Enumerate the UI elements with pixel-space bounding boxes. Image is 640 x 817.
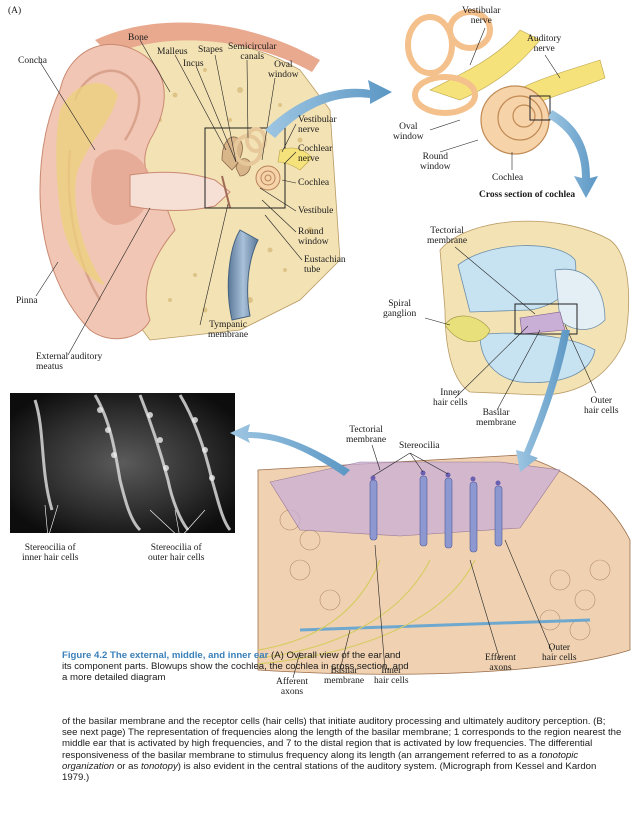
label-tectorial-membrane-cs: Tectorial membrane <box>427 226 468 246</box>
caption-term-tonotopy: tonotopy <box>140 760 178 772</box>
label-vestibule: Vestibule <box>298 206 334 216</box>
sem-cilia-dots <box>97 407 215 481</box>
label-outer-hair-cells-detail: Outer hair cells <box>542 643 577 663</box>
caption-title: Figure 4.2 The external, middle, and inn… <box>62 650 269 661</box>
main-ear-panel <box>35 22 341 356</box>
connector-arrows <box>230 80 598 476</box>
zoom-box-organ <box>514 303 578 335</box>
label-tympanic-membrane: Tympanic membrane <box>208 320 249 340</box>
canal-loop-2 <box>447 9 493 51</box>
sem-micrograph <box>10 393 235 539</box>
cochlea-inset <box>405 9 606 170</box>
label-inner-hair-cells-detail: Inner hair cells <box>374 666 409 686</box>
spiral-ganglion-shape <box>444 315 491 342</box>
label-stereocilia-detail: Stereocilia <box>399 441 440 451</box>
label-basilar-membrane-detail: Basilar membrane <box>324 666 365 686</box>
hair-cells <box>369 475 503 553</box>
label-basilar-membrane-cs: Basilar membrane <box>476 408 517 428</box>
arrow-ear-to-cochlea <box>265 80 392 138</box>
zoom-box-cochlea <box>529 95 551 121</box>
leader-lines-main <box>35 39 303 356</box>
caption-body-1: of the basilar membrane and the receptor… <box>62 716 622 761</box>
figure-caption-body: of the basilar membrane and the receptor… <box>62 716 622 783</box>
label-semicircular-canals: Semicircular canals <box>228 42 277 62</box>
nerve-fibers <box>257 559 476 665</box>
label-stereocilia-inner: Stereocilia of inner hair cells <box>22 543 79 563</box>
cross-section-title: Cross section of cochlea <box>479 190 576 200</box>
label-external-auditory-meatus: External auditory meatus <box>36 352 103 372</box>
label-efferent-axons: Efferent axons <box>485 653 516 673</box>
figure-caption-lead: Figure 4.2 The external, middle, and inn… <box>62 650 412 684</box>
label-cochlea-main: Cochlea <box>298 178 330 188</box>
panel-letter: (A) <box>8 6 22 16</box>
label-vestibular-nerve-main: Vestibular nerve <box>298 115 337 135</box>
leader-lines-cross <box>424 246 597 411</box>
arrow-cross-to-detail <box>516 330 570 472</box>
scala-media <box>554 268 606 330</box>
zoom-box-middle-ear <box>204 127 286 209</box>
label-cochlea-inset: Cochlea <box>492 173 524 183</box>
organ-of-corti-detail <box>257 444 631 679</box>
label-spiral-ganglion: Spiral ganglion <box>383 299 417 319</box>
leader-lines-sem <box>44 504 206 539</box>
label-malleus: Malleus <box>157 47 188 57</box>
label-oval-window-main: Oval window <box>268 60 299 80</box>
caption-body-2: or as <box>114 760 141 772</box>
canal-loop-1 <box>405 14 455 76</box>
label-bone: Bone <box>128 33 149 43</box>
eustachian-tube-shape <box>227 229 259 321</box>
label-inner-hair-cells-cs: Inner hair cells <box>433 388 468 408</box>
arrow-cochlea-to-cross <box>548 110 598 198</box>
cochlea-spiral-inner <box>512 104 536 128</box>
scalp-skin <box>95 22 320 72</box>
label-pinna: Pinna <box>16 296 38 306</box>
caption-body-3: ) is also evident in the central station… <box>62 760 597 784</box>
label-incus: Incus <box>183 59 204 69</box>
label-vestibular-nerve-inset: Vestibular nerve <box>462 6 501 26</box>
cartilage <box>56 83 118 285</box>
label-eustachian-tube: Eustachian tube <box>304 255 346 275</box>
vestibular-nerve-inset-shape <box>429 29 541 101</box>
tectorial-membrane-shape <box>269 461 561 537</box>
stereocilia-bundles <box>370 470 501 486</box>
label-outer-hair-cells-cs: Outer hair cells <box>584 396 619 416</box>
canal-loop-3 <box>412 74 478 116</box>
label-concha: Concha <box>18 56 48 66</box>
cochlea-spiral-mid <box>497 95 543 141</box>
leader-lines-detail <box>292 444 553 679</box>
label-afferent-axons: Afferent axons <box>276 677 309 697</box>
caption-term-tonotopic: tonotopic organization <box>62 749 579 772</box>
label-cochlear-nerve: Cochlear nerve <box>298 144 333 164</box>
leader-lines-inset <box>429 27 561 170</box>
basilar-membrane-line <box>299 618 591 632</box>
label-oval-window-inset: Oval window <box>393 122 424 142</box>
label-tectorial-membrane-detail: Tectorial membrane <box>346 425 387 445</box>
scala-vestibuli <box>457 245 577 313</box>
label-round-window-main: Round window <box>298 227 329 247</box>
cochlea-cross-section <box>424 220 630 411</box>
arrow-detail-to-micrograph <box>230 424 350 476</box>
label-round-window-inset: Round window <box>420 152 451 172</box>
label-auditory-nerve: Auditory nerve <box>527 34 562 54</box>
label-stapes: Stapes <box>198 45 223 55</box>
caption-lead: (A) Overall view of the ear and its comp… <box>62 650 409 684</box>
label-stereocilia-outer: Stereocilia of outer hair cells <box>148 543 205 563</box>
tympanic-membrane-shape <box>221 175 231 209</box>
